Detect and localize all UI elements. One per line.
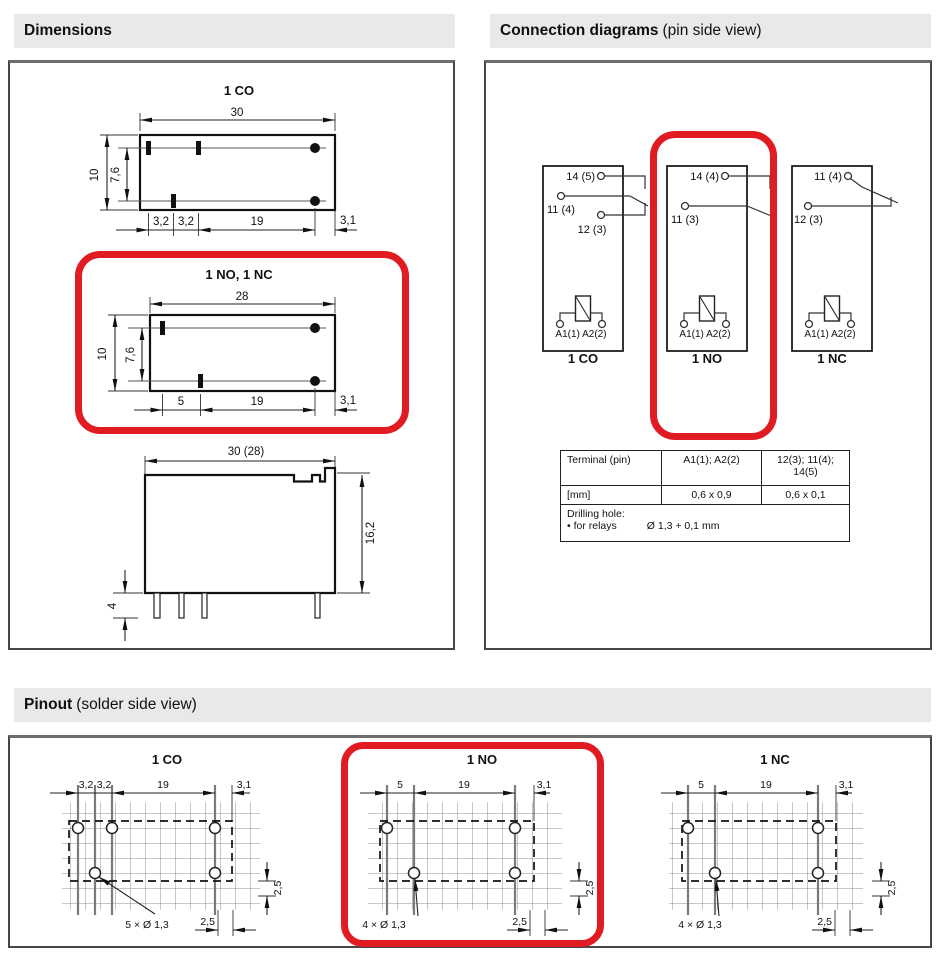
pinout-1no-holes-label: 4 × Ø 1,3 [362,919,406,931]
conn-1nc-terminal-12: 12 (3) [794,214,823,226]
coil-symbol [804,295,856,329]
pinout-1co-right: 3,1 [237,779,252,791]
dim-side-height-label: 16,2 [365,522,377,544]
pinout-1co-b1: 3,2 [79,779,94,791]
pinout-1nc-b1: 5 [698,779,704,791]
pinout-1co-b3: 19 [157,779,169,791]
pinout-1nc-b2: 19 [760,779,772,791]
dim-1no1nc-height-label: 10 [97,348,109,361]
pinout-1nc-right: 3,1 [839,779,854,791]
dimension-drawing-1co: 1 CO 30 10 7,6 [89,83,357,236]
pinout-1no-b2: 19 [458,779,470,791]
pinout-section-title: Pinout [24,696,73,713]
pinout-1co-b2: 3,2 [97,779,112,791]
terminal-table-mm-label: [mm] [560,485,662,505]
pinout-1nc-holes-label: 4 × Ø 1,3 [678,919,722,931]
dimensions-section-header: Dimensions [14,14,455,48]
dim-1co-height-label: 10 [89,169,101,182]
dim-1co-b1-label: 3,2 [153,216,169,228]
conn-1no-coil-label: A1(1) A2(2) [679,329,730,340]
pinout-diagram-1co: 1 CO 3,2 3,2 19 3,1 2,5 5 × Ø 1,3 [50,752,284,936]
dim-1no1nc-b1-label: 5 [178,396,184,408]
dim-1co-right-label: 3,1 [340,215,356,227]
conn-1nc-coil-label: A1(1) A2(2) [804,329,855,340]
dim-side-pin-label: 4 [107,602,119,609]
pinout-panel: 1 CO 3,2 3,2 19 3,1 2,5 5 × Ø 1,3 [8,735,932,948]
coil-symbol [555,295,607,329]
connection-diagram-1no: 14 (4) 11 (3) A1(1) A2(2) 1 NO [666,165,775,366]
conn-1co-name: 1 CO [568,351,598,366]
highlight-box-pinout-1no [341,742,604,947]
conn-1co-terminal-14: 14 (5) [566,171,595,183]
terminal-table: Terminal (pin) A1(1); A2(2) 12(3); 11(4)… [560,450,850,542]
terminal-table-header: Terminal (pin) [560,450,662,486]
dimensions-drawings: 1 CO 30 10 7,6 [89,83,377,641]
solder-grid [62,802,260,910]
pinout-1co-side: 2,5 [272,881,284,896]
conn-1co-terminal-12: 12 (3) [578,224,607,236]
dimensions-section-title: Dimensions [24,22,112,39]
connection-diagram-1nc: 11 (4) 12 (3) A1(1) A2(2) 1 NC [791,165,899,366]
dim-1co-rowgap-label: 7,6 [110,167,122,183]
pinout-section-header: Pinout(solder side view) [14,688,931,722]
solder-grid [669,802,863,910]
dimensions-panel: 1 CO 30 10 7,6 [8,60,455,650]
dimension-drawing-side-view: 30 (28) 16,2 4 [107,446,377,641]
pinout-1co-holes-label: 5 × Ø 1,3 [125,919,169,931]
terminal-table-coil-size: 0,6 x 0,9 [661,485,762,505]
pinout-diagram-1nc: 1 NC 5 19 3,1 2,5 4 × Ø 1,3 2,5 [661,752,898,936]
pinout-1no-title: 1 NO [467,752,497,767]
pinout-1nc-side: 2,5 [886,881,898,896]
pinout-1co-title: 1 CO [152,752,182,767]
highlight-box-connection-1no [650,131,777,440]
dimension-drawing-1no-1nc-title: 1 NO, 1 NC [205,267,273,282]
drilling-hole-item: • for relays [567,520,617,532]
dim-1co-width-label: 30 [231,107,244,119]
connection-section-header: Connection diagrams(pin side view) [490,14,931,48]
connection-diagrams-panel: 14 (5) 11 (4) 12 (3) A1(1) A2(2) 1 CO 14… [484,60,932,650]
conn-1nc-terminal-11: 11 (4) [814,171,842,183]
dim-1no1nc-width-label: 28 [236,291,249,303]
terminal-table-coil-pins: A1(1); A2(2) [661,450,762,486]
connection-section-subtitle: (pin side view) [662,22,762,39]
pinout-diagram-1no: 1 NO 5 19 3,1 2,5 4 × Ø 1,3 2,5 [360,752,596,936]
conn-1no-terminal-11: 11 (3) [671,214,699,226]
dimension-drawing-1no-1nc: 1 NO, 1 NC 28 10 7,6 5 [97,267,357,416]
solder-grid [368,802,562,910]
connection-diagram-1co: 14 (5) 11 (4) 12 (3) A1(1) A2(2) 1 CO [542,165,649,366]
conn-1nc-name: 1 NC [817,351,847,366]
pinout-1nc-title: 1 NC [760,752,790,767]
pinout-1no-right: 3,1 [537,779,552,791]
pinout-1no-side: 2,5 [584,881,596,896]
pinout-1co-pitch: 2,5 [200,916,215,928]
coil-symbol [679,295,731,329]
connection-section-title: Connection diagrams [500,22,659,39]
drilling-hole-title: Drilling hole: [567,508,625,520]
pinout-section-subtitle: (solder side view) [76,696,197,713]
dim-side-width-label: 30 (28) [228,446,265,458]
terminal-table-contact-size: 0,6 x 0,1 [761,485,850,505]
highlight-box-dimensions-1no-1nc [75,251,409,434]
terminal-table-contact-pins: 12(3); 11(4); 14(5) [761,450,850,486]
drilling-hole-value: Ø 1,3 + 0,1 mm [646,520,720,532]
dimension-drawing-1co-title: 1 CO [224,83,254,98]
conn-1no-name: 1 NO [692,351,722,366]
terminal-table-note: Drilling hole: • for relays Ø 1,3 + 0,1 … [560,504,850,542]
pinout-1no-pitch: 2,5 [512,916,527,928]
dim-1no1nc-b2-label: 19 [251,396,264,408]
conn-1co-coil-label: A1(1) A2(2) [555,329,606,340]
dim-1no1nc-right-label: 3,1 [340,395,356,407]
pinout-1no-b1: 5 [397,779,403,791]
conn-1co-terminal-11: 11 (4) [547,204,575,216]
dim-1co-b2-label: 3,2 [178,216,194,228]
dim-1co-b3-label: 19 [251,216,264,228]
pinout-1nc-pitch: 2,5 [817,916,832,928]
dim-1no1nc-rowgap-label: 7,6 [125,347,137,363]
conn-1no-terminal-14: 14 (4) [690,171,719,183]
